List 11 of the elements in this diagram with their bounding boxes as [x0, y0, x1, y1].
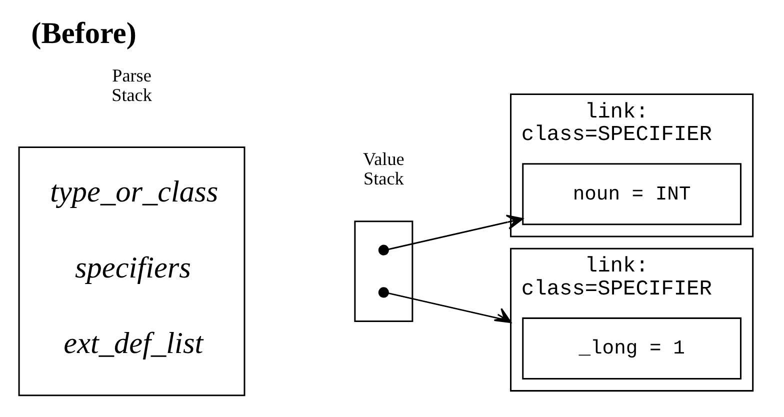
node-label: Parse Stack [112, 66, 152, 106]
diagram-title: (Before) [31, 16, 136, 50]
node-box: _long = 1 [522, 317, 742, 380]
cluster [354, 220, 414, 322]
node-box: type_or_class specifiers ext_def_list [18, 146, 246, 396]
node-box: noun = INT [522, 163, 742, 226]
node-label: Value Stack [363, 148, 404, 188]
arrow [388, 292, 512, 324]
node-circle [378, 244, 389, 256]
node-circle [378, 287, 389, 298]
arrow [388, 214, 524, 250]
